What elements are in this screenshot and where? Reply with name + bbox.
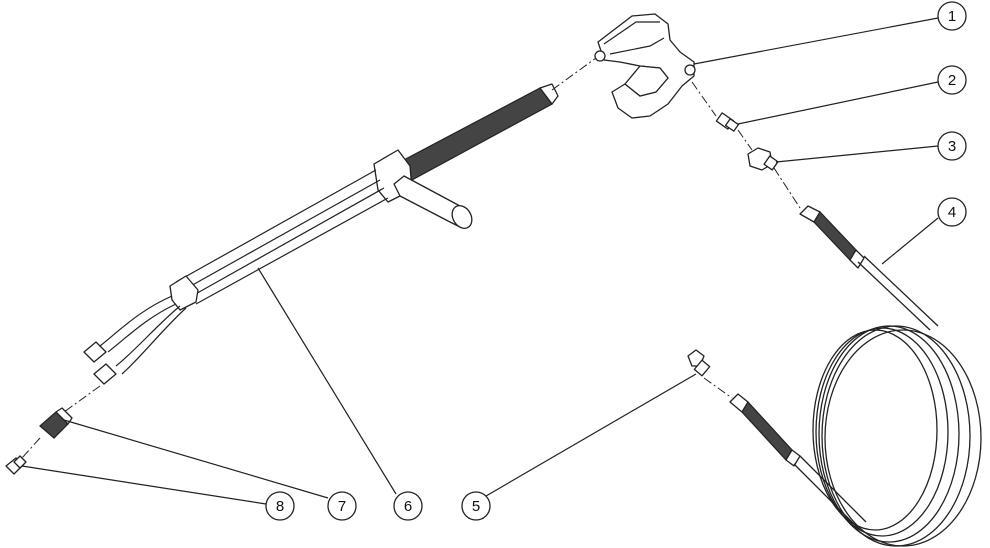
callout-4: 4 [937,197,967,227]
callout-5: 5 [461,491,491,521]
part-quick-coupler [39,407,73,439]
part-nipple-fitting [715,112,740,132]
part-hex-adapter [747,147,779,171]
callout-7-label: 7 [338,498,346,515]
assembly-centerlines [21,57,801,459]
callout-3: 3 [937,131,967,161]
leader-lines [21,17,939,505]
callout-1-label: 1 [948,8,956,25]
part-lance-wand [83,83,559,385]
callout-2: 2 [937,65,967,95]
callout-1: 1 [937,1,967,31]
callout-8-label: 8 [276,498,284,515]
callout-6: 6 [393,491,423,521]
part-end-nipple [687,349,711,377]
callout-6-label: 6 [404,498,412,515]
part-hose-coil [729,205,982,547]
callout-5-label: 5 [472,498,480,515]
callout-3-label: 3 [948,138,956,155]
part-spray-nozzle [5,455,27,475]
callout-4-label: 4 [948,204,956,221]
callout-8: 8 [265,491,295,521]
part-trigger-gun [594,13,696,119]
callout-2-label: 2 [948,72,956,89]
callout-7: 7 [327,491,357,521]
